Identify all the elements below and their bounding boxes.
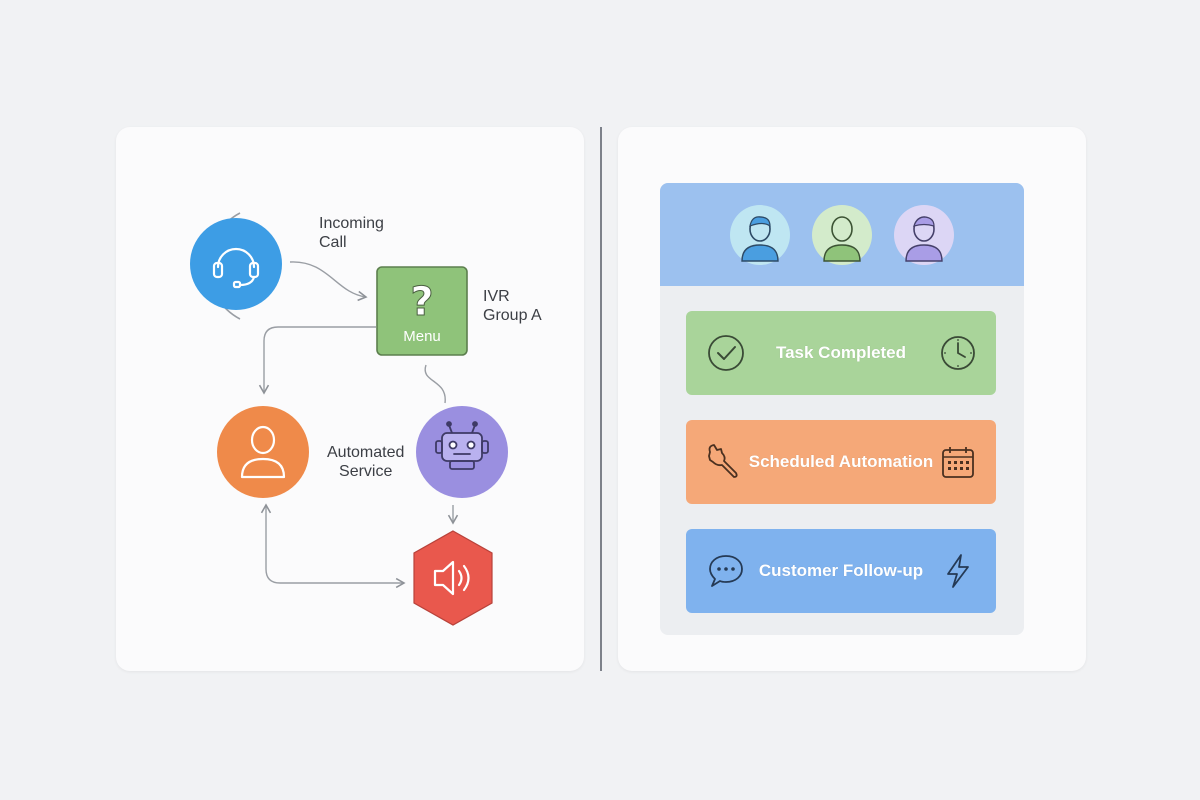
person-icon (240, 425, 286, 479)
check-circle-icon (708, 335, 744, 371)
lightning-icon (947, 554, 969, 588)
task-label: Customer Follow-up (758, 561, 924, 580)
robot-node (416, 406, 508, 498)
avatar-green-icon (812, 205, 872, 265)
menu-label: Menu (403, 328, 441, 345)
person-node (217, 406, 309, 498)
speaker-node (413, 530, 493, 626)
headset-icon (212, 247, 260, 289)
panel-divider (600, 127, 602, 671)
clock-icon (941, 336, 975, 370)
wrench-icon (708, 444, 738, 478)
team-header (660, 183, 1024, 286)
question-mark-icon: ? (410, 279, 433, 325)
team-tasks-panel: Task Completed Scheduled Automation (618, 127, 1086, 671)
ivr-group-label: IVR Group A (483, 288, 542, 324)
task-completed-card[interactable]: Task Completed (686, 311, 996, 395)
call-flow-panel: ? Menu (116, 127, 584, 671)
menu-node: ? Menu (376, 266, 468, 356)
scheduled-automation-card[interactable]: Scheduled Automation (686, 420, 996, 504)
automated-service-label: Automated Service (327, 444, 405, 480)
call-flow-diagram: ? Menu (190, 212, 508, 626)
incoming-call-label: Incoming Call (319, 215, 384, 251)
connector-person-to-speaker (260, 503, 406, 589)
speaker-icon (433, 560, 470, 596)
connector-menu-to-robot (424, 364, 446, 404)
task-label: Task Completed (775, 343, 907, 362)
avatar-blue-icon (730, 205, 790, 265)
chat-bubble-icon (709, 555, 743, 587)
calendar-icon (942, 447, 974, 478)
task-label: Scheduled Automation (748, 452, 934, 471)
customer-follow-up-card[interactable]: Customer Follow-up (686, 529, 996, 613)
avatar-purple-icon (894, 205, 954, 265)
connector-menu-to-person (258, 326, 376, 395)
connector-call-to-menu (289, 261, 368, 302)
headset-node (190, 212, 282, 320)
robot-icon (435, 421, 489, 470)
team-card: Task Completed Scheduled Automation (660, 183, 1024, 635)
